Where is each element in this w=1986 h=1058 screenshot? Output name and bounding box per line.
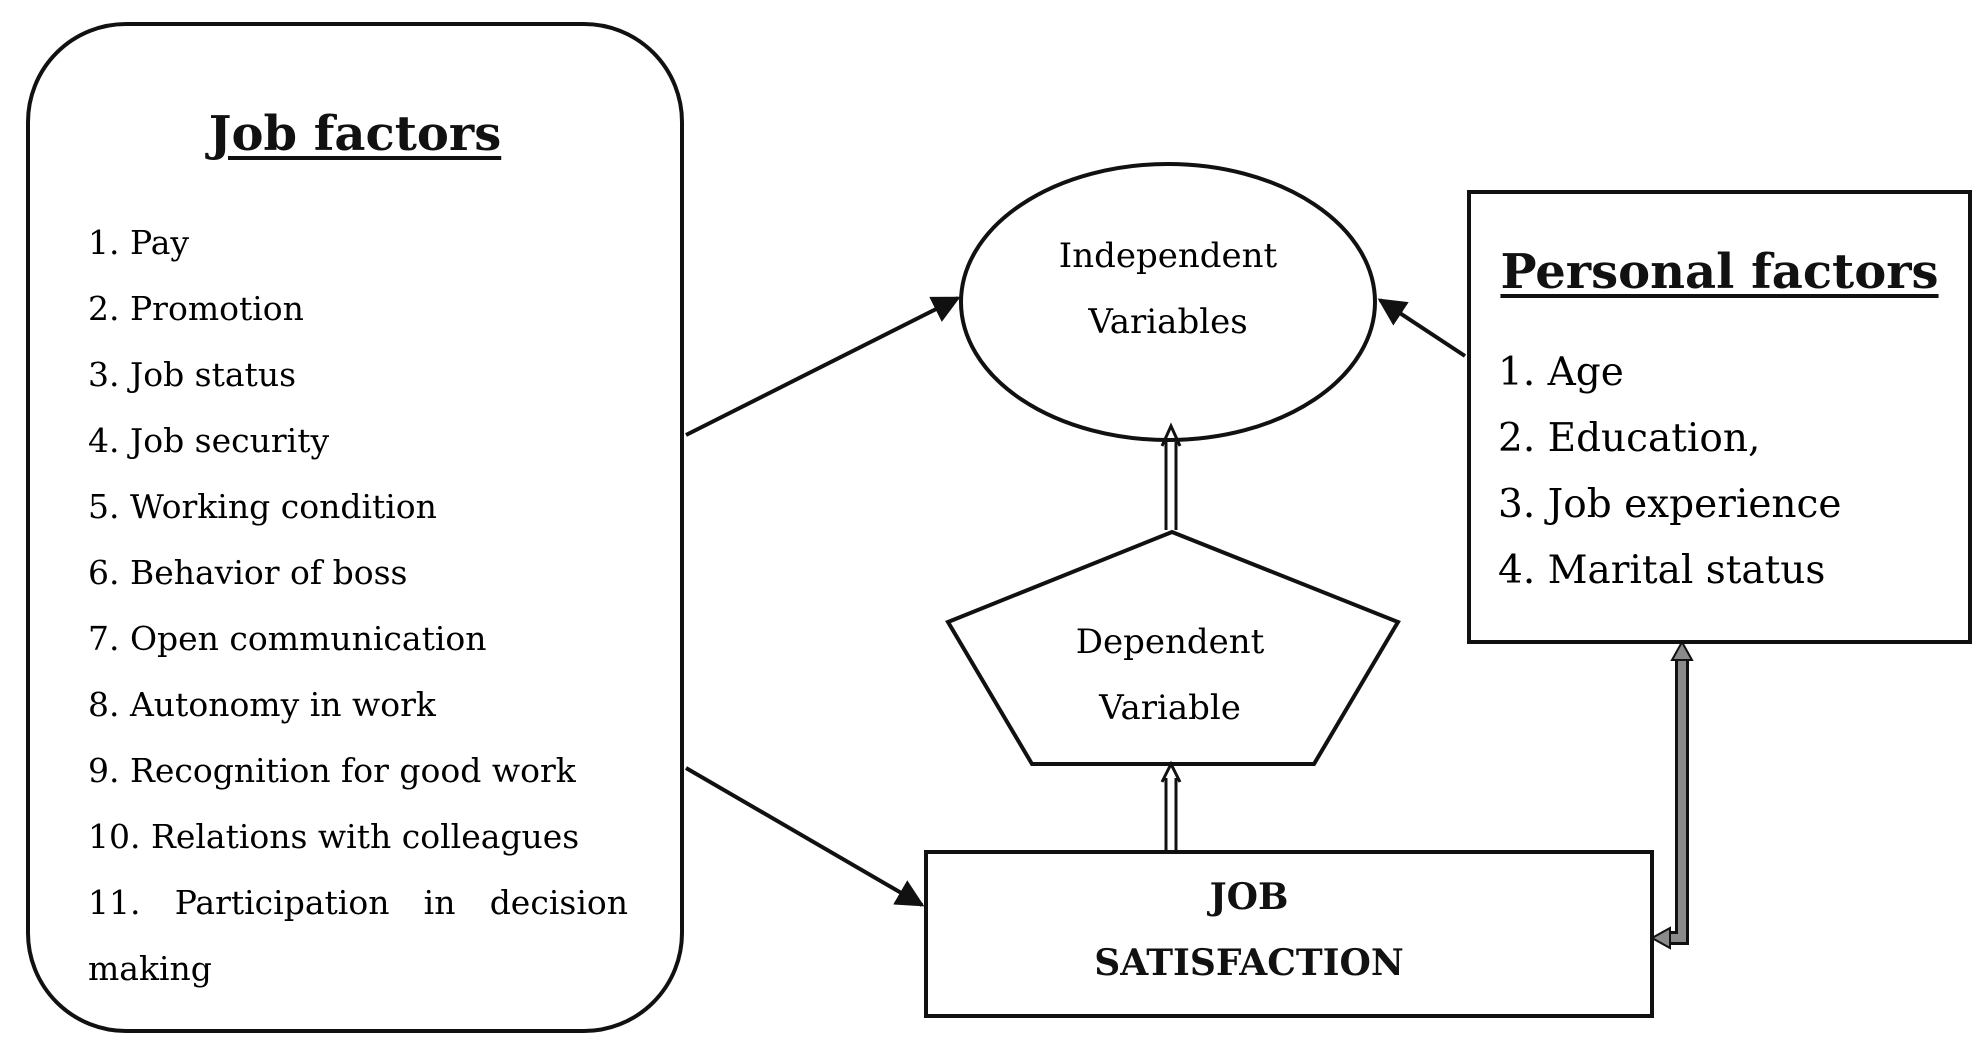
list-item: 5. Working condition <box>88 487 437 526</box>
job-factors-box <box>26 22 684 1033</box>
dependent-variable-line2: Variable <box>1099 688 1241 728</box>
gray-connector-personal-to-job-satisfaction <box>1649 639 1694 950</box>
job-satisfaction-line2: SATISFACTION <box>1094 942 1404 984</box>
personal-factors-box <box>1467 190 1972 644</box>
double-arrow-dependent-to-independent <box>1160 422 1182 530</box>
list-item: 11. Participation in decision <box>88 883 628 922</box>
personal-factors-title: Personal factors <box>1500 244 1939 300</box>
list-item: 4. Job security <box>88 421 330 460</box>
dependent-variable-pentagon <box>945 529 1401 766</box>
list-item: 6. Behavior of boss <box>88 553 408 592</box>
list-item: 7. Open communication <box>88 619 487 658</box>
list-item: 2. Education, <box>1498 416 1761 461</box>
list-item: 4. Marital status <box>1498 548 1826 593</box>
job-factors-list: 1. Pay 2. Promotion 3. Job status 4. Job… <box>88 210 628 1002</box>
list-item: 10. Relations with colleagues <box>88 817 580 856</box>
dependent-variable-line1: Dependent <box>1075 622 1265 662</box>
personal-factors-list: 1. Age 2. Education, 3. Job experience 4… <box>1498 340 1841 604</box>
arrow-job-factors-to-job-satisfaction <box>684 766 925 907</box>
double-arrow-job-satisfaction-to-dependent <box>1160 760 1182 850</box>
independent-variables-line1: Independent <box>1058 236 1278 276</box>
independent-variables-line2: Variables <box>1088 302 1248 342</box>
list-item: 1. Age <box>1498 350 1624 395</box>
list-item: 9. Recognition for good work <box>88 751 576 790</box>
list-item: 1. Pay <box>88 223 190 262</box>
list-item: 2. Promotion <box>88 289 304 328</box>
list-item: 3. Job status <box>88 355 297 394</box>
job-satisfaction-line1: JOB <box>1209 876 1289 918</box>
list-item: 3. Job experience <box>1498 482 1842 527</box>
job-factors-title: Job factors <box>208 106 502 162</box>
arrow-personal-to-independent <box>1377 298 1467 358</box>
job-satisfaction-box <box>924 850 1654 1018</box>
list-item: making <box>88 949 212 988</box>
arrow-job-factors-to-independent <box>685 296 961 437</box>
independent-variables-ellipse <box>959 162 1377 442</box>
list-item: 8. Autonomy in work <box>88 685 436 724</box>
